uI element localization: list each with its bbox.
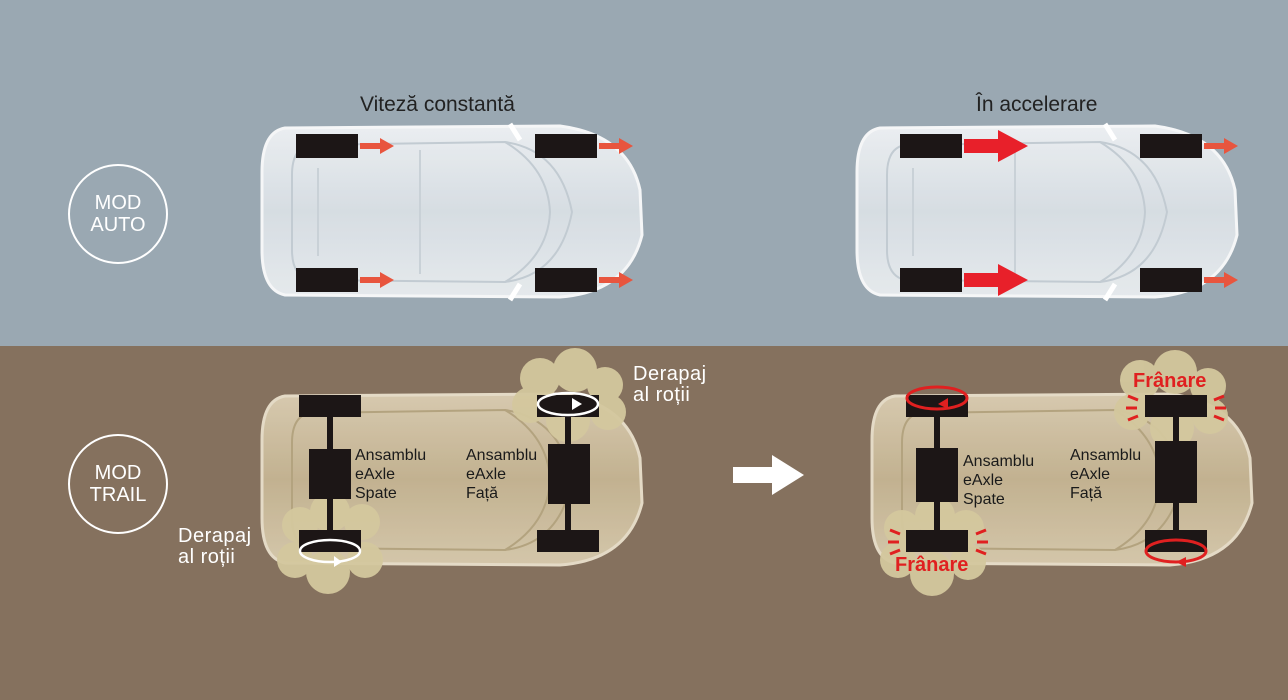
rotation-arrow-icon	[298, 538, 362, 567]
mode-trail-line2: TRAIL	[89, 484, 147, 506]
mode-auto-line2: AUTO	[90, 214, 146, 236]
wheel-rear-left	[900, 134, 962, 158]
wheel-front-left	[1140, 134, 1202, 158]
wheel-rear-left	[906, 395, 968, 417]
front-eaxle-unit	[1155, 441, 1197, 503]
car-constant-speed	[260, 122, 644, 302]
wheel-front-right	[537, 530, 599, 552]
wheel-rear-left	[296, 134, 358, 158]
wheel-front-left	[537, 395, 599, 417]
wheel-front-left	[1145, 395, 1207, 417]
mode-trail-line1: MOD	[94, 462, 142, 484]
front-unit-label: Ansamblu eAxle Față	[466, 447, 538, 502]
wheel-front-right	[535, 268, 597, 292]
rear-eaxle-unit	[916, 448, 958, 502]
rotation-arrow-icon	[1144, 538, 1208, 567]
right-arrow-icon	[1204, 138, 1238, 154]
rotation-arrow-icon	[536, 391, 600, 417]
right-arrow-icon	[1204, 272, 1238, 288]
right-arrow-icon	[964, 264, 1028, 296]
wheel-rear-right	[296, 268, 358, 292]
title-accelerating: În accelerare	[976, 93, 1098, 116]
front-eaxle-unit	[548, 444, 590, 504]
wheel-slip-label-rear: Derapaj al roții	[178, 525, 252, 568]
right-arrow-icon	[964, 130, 1028, 162]
braking-label-rear: Frânare	[895, 554, 969, 576]
rear-unit-label: Ansamblu eAxle Spate	[355, 447, 427, 502]
wheel-front-left	[535, 134, 597, 158]
right-arrow-icon	[360, 272, 394, 288]
rear-eaxle-unit	[309, 449, 351, 499]
wheel-rear-right	[900, 268, 962, 292]
rotation-arrow-icon	[905, 385, 969, 411]
right-arrow-icon	[733, 455, 804, 495]
mode-auto-line1: MOD	[94, 192, 142, 214]
braking-label-front: Frânare	[1133, 370, 1207, 392]
wheel-rear-left	[299, 395, 361, 417]
car-accelerating	[855, 122, 1239, 302]
title-constant-speed: Viteză constantă	[360, 93, 515, 116]
right-arrow-icon	[599, 138, 633, 154]
wheel-slip-label-front: Derapaj al roții	[633, 363, 707, 406]
wheel-front-right	[1140, 268, 1202, 292]
front-unit-label: Ansamblu eAxle Față	[1070, 447, 1142, 502]
right-arrow-icon	[360, 138, 394, 154]
mode-auto-badge: MOD AUTO	[68, 164, 168, 264]
wheel-rear-right	[906, 530, 968, 552]
right-arrow-icon	[599, 272, 633, 288]
mode-trail-badge: MOD TRAIL	[68, 434, 168, 534]
brake-caliper-icon	[888, 394, 1226, 556]
rear-unit-label: Ansamblu eAxle Spate	[963, 453, 1035, 508]
